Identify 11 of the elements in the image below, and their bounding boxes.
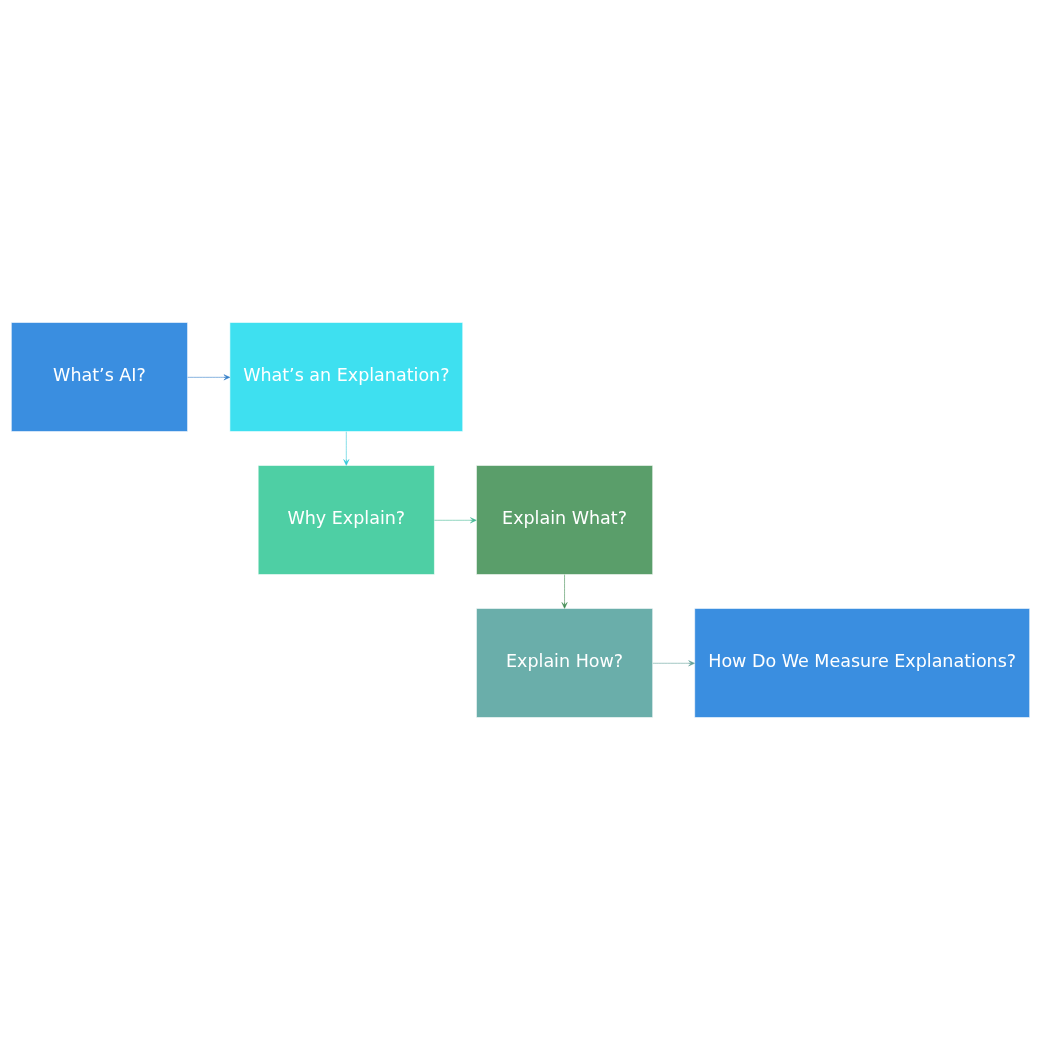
node-box: Why Explain? bbox=[257, 465, 435, 575]
node-box: What’s an Explanation? bbox=[229, 322, 463, 432]
arrow bbox=[342, 431, 349, 466]
node-box: Explain What? bbox=[475, 465, 653, 575]
arrow bbox=[433, 517, 477, 524]
node-box: How Do We Measure Explanations? bbox=[693, 608, 1030, 718]
node-box: What’s AI? bbox=[10, 322, 188, 432]
arrow bbox=[186, 374, 230, 381]
arrow bbox=[652, 660, 695, 667]
arrow bbox=[561, 574, 567, 609]
node-box: Explain How? bbox=[475, 608, 653, 718]
